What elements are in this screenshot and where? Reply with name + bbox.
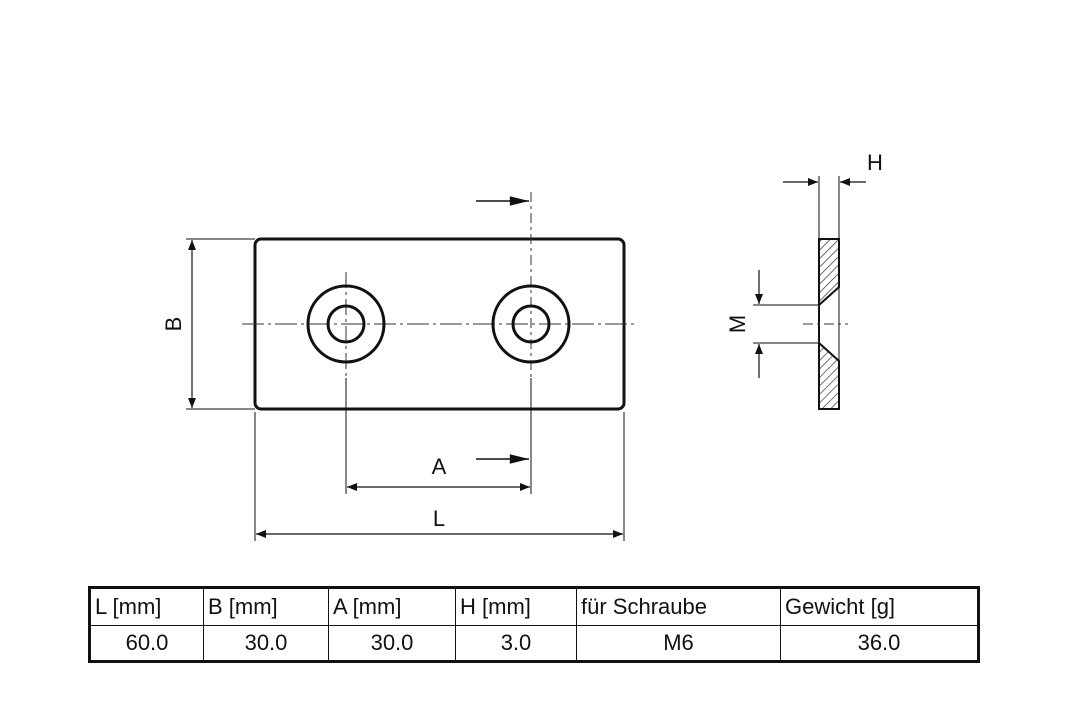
value-cell-weight: 36.0 [780, 625, 979, 662]
header-cell-b: B [mm] [203, 587, 329, 626]
dimension-h: H [783, 150, 883, 239]
value-cell-b: 30.0 [203, 625, 329, 662]
value-cell-h: 3.0 [455, 625, 577, 662]
hole-right-bore [511, 304, 551, 344]
hole-left-bore [326, 304, 366, 344]
label-a: A [432, 454, 447, 479]
header-cell-h: H [mm] [455, 587, 577, 626]
hole-left-countersink [306, 284, 386, 364]
dimension-a: A [345, 378, 532, 494]
header-cell-weight: Gewicht [g] [780, 587, 979, 626]
header-cell-l: L [mm] [89, 587, 204, 626]
dimension-m: M [725, 270, 819, 378]
value-cell-screw: M6 [576, 625, 781, 662]
label-m: M [725, 315, 750, 333]
value-cell-l: 60.0 [89, 625, 204, 662]
header-cell-screw: für Schraube [576, 587, 781, 626]
value-cell-a: 30.0 [328, 625, 456, 662]
table-row: 60.0 30.0 30.0 3.0 M6 36.0 [89, 625, 979, 662]
side-section-lower [818, 340, 840, 410]
label-h: H [867, 150, 883, 175]
side-section-upper [818, 238, 840, 308]
label-l: L [433, 506, 445, 531]
header-cell-a: A [mm] [328, 587, 456, 626]
table-header-row: L [mm] B [mm] A [mm] H [mm] für Schraube… [89, 587, 979, 626]
hole-right-countersink [491, 284, 571, 364]
technical-drawing: B A L H M [161, 150, 883, 541]
specification-table: L [mm] B [mm] A [mm] H [mm] für Schraube… [88, 586, 980, 663]
dimension-b: B [161, 238, 255, 410]
dimension-l: L [254, 412, 625, 541]
plate-side-view [803, 238, 848, 410]
label-b: B [161, 317, 186, 332]
plate-front-view [242, 192, 636, 411]
